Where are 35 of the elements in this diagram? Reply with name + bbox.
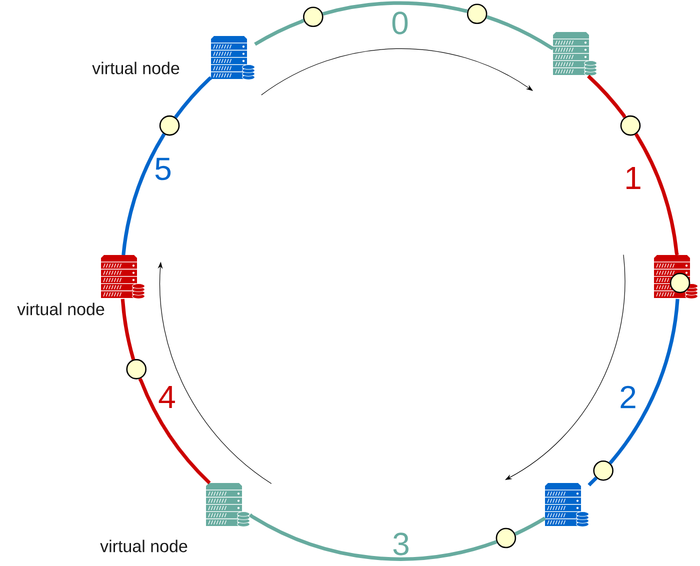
- ring-arc: [174, 76, 212, 118]
- ring-arc: [122, 133, 166, 256]
- server-icon: [552, 32, 597, 76]
- circle-marker: [670, 272, 690, 294]
- circle-marker: [126, 359, 147, 380]
- ring-arc: [138, 378, 211, 484]
- server-icon: [544, 483, 589, 527]
- edge-label: 0: [392, 12, 408, 34]
- ring-arc: [254, 18, 304, 46]
- edge-label: 4: [158, 386, 175, 408]
- circle-marker: [593, 460, 614, 481]
- edge-label: 5: [155, 158, 171, 180]
- server-icon: [206, 483, 250, 527]
- ring-arc: [608, 298, 680, 464]
- ring-arc: [587, 74, 626, 118]
- edge-label: 2: [620, 386, 636, 408]
- node-caption: virtual node: [92, 62, 180, 74]
- server-icon: [210, 36, 255, 80]
- circle-marker: [303, 6, 324, 28]
- circle-marker: [620, 115, 641, 136]
- ring-arc: [322, 1, 468, 16]
- ring-arc: [120, 298, 136, 360]
- node-caption: virtual node: [17, 302, 104, 316]
- ring-arc: [634, 133, 679, 256]
- circle-marker: [466, 4, 488, 24]
- ring-arc: [588, 476, 598, 486]
- server-icon: [100, 255, 145, 299]
- ring-arc: [248, 513, 498, 561]
- edge-label: 1: [626, 167, 640, 189]
- circle-marker: [159, 115, 180, 136]
- edge-label: 3: [393, 532, 408, 556]
- circle-marker: [496, 528, 516, 548]
- ring-arc: [486, 15, 554, 50]
- ring-arc: [514, 516, 546, 536]
- node-caption: virtual node: [100, 540, 188, 552]
